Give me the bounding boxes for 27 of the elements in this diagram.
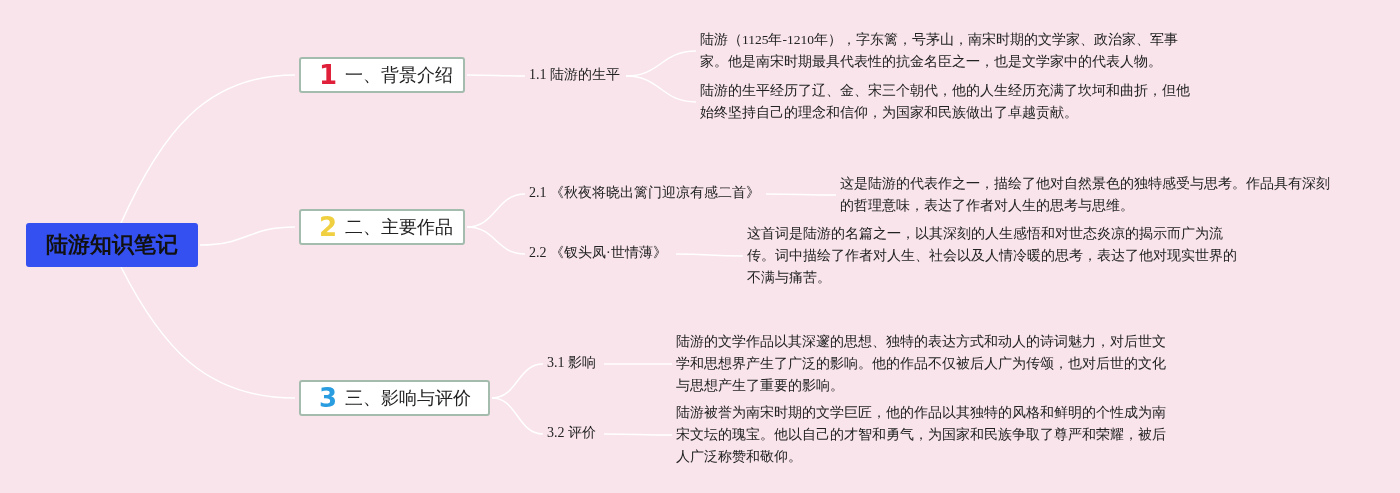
subtopic-text: 3.1 影响: [547, 354, 602, 374]
subtopic-text: 2.2 《钗头凤·世情薄》: [529, 244, 674, 264]
note-text: 陆游（1125年-1210年），字东篱，号茅山，南宋时期的文学家、政治家、军事家。他是南宋时期最具代表性的抗金名臣之一，也是文学家中的代表人物。: [700, 29, 1198, 73]
connector-line: [491, 397, 544, 435]
topic-number: 1: [319, 60, 338, 90]
central-topic-box: 陆游知识笔记: [26, 223, 198, 267]
topic-number: 3: [319, 383, 338, 413]
connector-line: [120, 74, 296, 224]
topic-title: 一、背景介绍: [345, 63, 454, 87]
note-text: 这首词是陆游的名篇之一，以其深刻的人生感悟和对世态炎凉的揭示而广为流传。词中描绘了作者对人生、社会以及人情冷暖的思考，表达了他对现实世界的不满与痛苦。: [747, 223, 1247, 289]
topic-box: [299, 380, 490, 416]
topic-number: 2: [319, 212, 338, 242]
subtopic-text: 2.1 《秋夜将晓出篱门迎凉有感二首》: [529, 184, 764, 204]
subtopic-text: 3.2 评价: [547, 424, 602, 444]
topic-title: 三、影响与评价: [345, 386, 472, 410]
connector-line: [466, 226, 526, 255]
connector-line: [199, 226, 296, 246]
note-text: 陆游的生平经历了辽、金、宋三个朝代，他的人生经历充满了坎坷和曲折，但他始终坚持自己的理念和信仰，为国家和民族做出了卓越贡献。: [700, 80, 1198, 124]
subtopic-text: 1.1 陆游的生平: [529, 66, 624, 86]
note-text: 这是陆游的代表作之一，描绘了他对自然景色的独特感受与思考。作品具有深刻的哲理意味，表达了作者对人生的思考与思维。: [840, 173, 1340, 217]
note-text: 陆游的文学作品以其深邃的思想、独特的表达方式和动人的诗词魅力，对后世文学和思想界产生了广泛的影响。他的作品不仅被后人广为传颂，也对后世的文化与思想产生了重要的影响。: [676, 331, 1176, 397]
topic-title: 二、主要作品: [345, 215, 454, 239]
note-text: 陆游被誉为南宋时期的文学巨匠，他的作品以其独特的风格和鲜明的个性成为南宋文坛的瑰宝。他以自己的才智和勇气，为国家和民族争取了尊严和荣耀，被后人广泛称赞和敬仰。: [676, 402, 1176, 468]
connector-line: [625, 75, 697, 103]
connector-line: [120, 266, 296, 399]
topic-box: [299, 209, 465, 245]
topic-box: [299, 57, 465, 93]
